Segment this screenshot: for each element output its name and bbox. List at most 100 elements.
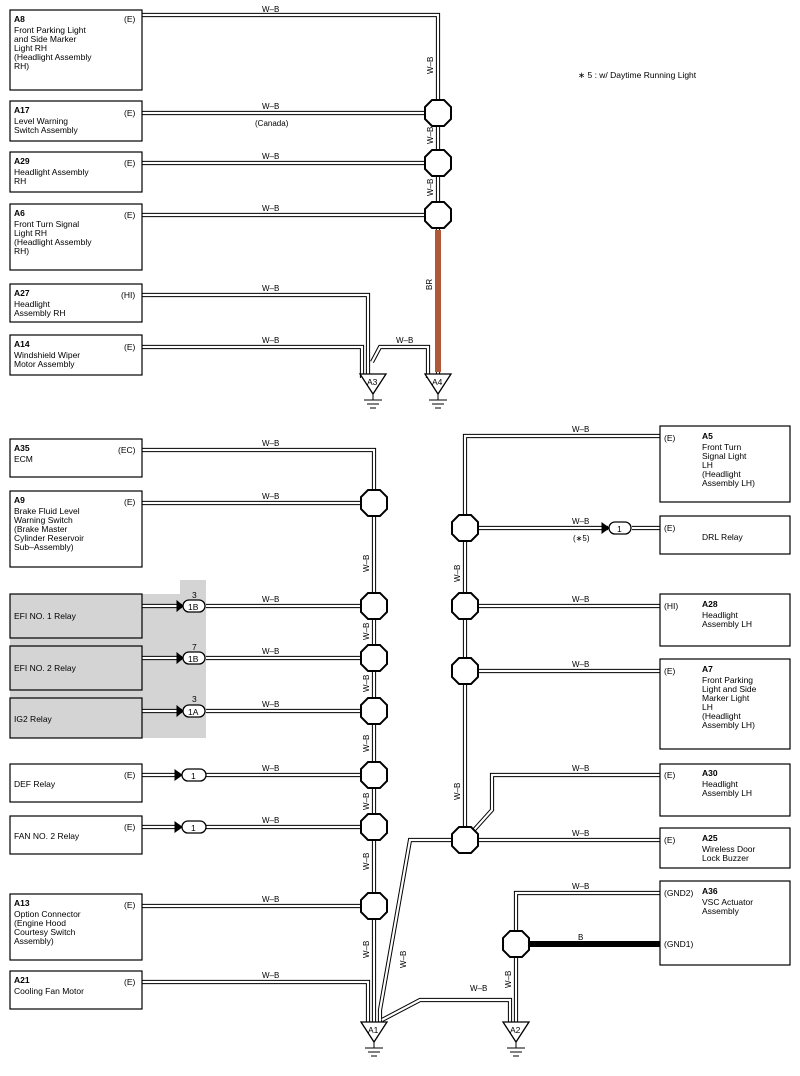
svg-text:(HI): (HI) (664, 601, 678, 611)
component-a17[interactable]: A17 Level Warning Switch Assembly (E) (9, 100, 143, 142)
component-a36[interactable]: (GND2) (GND1) A36 VSC Actuator Assembly (659, 880, 791, 966)
relay-efi-no1[interactable]: EFI NO. 1 Relay (9, 593, 143, 639)
relay-def[interactable]: DEF Relay (E) (9, 763, 143, 803)
wire-label: W–B (396, 336, 413, 345)
wire-label: W–B (572, 425, 589, 434)
component-a14[interactable]: A14 Windshield Wiper Motor Assembly (E) (9, 334, 143, 376)
relay-ig2[interactable]: IG2 Relay (9, 697, 143, 739)
component-a29[interactable]: A29 Headlight Assembly RH (E) (9, 151, 143, 193)
svg-text:Sub–Assembly): Sub–Assembly) (14, 542, 74, 552)
svg-text:A9: A9 (14, 495, 25, 505)
svg-text:(Brake Master: (Brake Master (14, 524, 68, 534)
svg-text:A17: A17 (14, 105, 30, 115)
wire-label: W–B (362, 675, 371, 692)
svg-text:Front Turn: Front Turn (702, 442, 741, 452)
svg-text:(E): (E) (664, 666, 676, 676)
splice-node (502, 930, 530, 958)
svg-text:A4: A4 (432, 377, 443, 387)
splice-node (451, 657, 479, 685)
svg-text:1: 1 (617, 524, 622, 534)
svg-text:(Headlight Assembly: (Headlight Assembly (14, 52, 92, 62)
relay-fan-no2[interactable]: FAN NO. 2 Relay (E) (9, 815, 143, 855)
svg-text:Front Parking Light: Front Parking Light (14, 25, 86, 35)
component-a13[interactable]: A13 Option Connector (Engine Hood Courte… (9, 893, 143, 961)
svg-text:VSC Actuator: VSC Actuator (702, 897, 753, 907)
svg-text:(E): (E) (124, 977, 136, 987)
svg-text:A1: A1 (368, 1025, 379, 1035)
splice-node (451, 514, 479, 542)
svg-text:RH): RH) (14, 61, 29, 71)
svg-text:Switch Assembly: Switch Assembly (14, 125, 79, 135)
svg-text:(E): (E) (664, 770, 676, 780)
component-a9[interactable]: A9 Brake Fluid Level Warning Switch (Bra… (9, 490, 143, 568)
wire-label: W–B (572, 882, 589, 891)
splice-node (360, 697, 388, 725)
wire-label: W–B (262, 204, 279, 213)
svg-text:(E): (E) (664, 433, 676, 443)
wire-label: BR (425, 279, 434, 290)
wire-label: W–B (453, 565, 462, 582)
wire-label: B (578, 933, 583, 942)
wire-label: W–B (572, 829, 589, 838)
condition-label: (∗5) (573, 534, 590, 543)
svg-text:(Headlight Assembly: (Headlight Assembly (14, 237, 92, 247)
relay-drl[interactable]: (E) DRL Relay (659, 515, 791, 555)
svg-text:Courtesy Switch: Courtesy Switch (14, 927, 76, 937)
connector-1b-efi1: 3 1B (176, 590, 206, 613)
svg-text:(Headlight: (Headlight (702, 469, 741, 479)
splice-node (360, 761, 388, 789)
wire-label: W–B (362, 853, 371, 870)
svg-text:(GND2): (GND2) (664, 888, 693, 898)
svg-text:(E): (E) (124, 158, 136, 168)
splice-node (451, 826, 479, 854)
splice-node (360, 489, 388, 517)
component-a21[interactable]: A21 Cooling Fan Motor (E) (9, 970, 143, 1010)
footnote: ∗ 5 : w/ Daytime Running Light (578, 70, 697, 80)
component-a28[interactable]: (HI) A28 Headlight Assembly LH (659, 593, 791, 647)
splice-node (424, 149, 452, 177)
wire-label: W–B (262, 700, 279, 709)
component-a35[interactable]: A35 ECM (EC) (9, 438, 143, 478)
svg-text:A3: A3 (367, 377, 378, 387)
svg-text:LH: LH (702, 460, 713, 470)
component-a5[interactable]: (E) A5 Front Turn Signal Light LH (Headl… (659, 425, 791, 503)
wire-label: W–B (362, 941, 371, 958)
svg-text:EFI NO. 2 Relay: EFI NO. 2 Relay (14, 663, 77, 673)
svg-text:Cylinder Reservoir: Cylinder Reservoir (14, 533, 84, 543)
svg-text:(E): (E) (664, 835, 676, 845)
svg-text:(E): (E) (124, 822, 136, 832)
wire-label: W–B (262, 336, 279, 345)
svg-text:Light and Side: Light and Side (702, 684, 757, 694)
wire-label: W–B (262, 764, 279, 773)
wire-label: W–B (262, 971, 279, 980)
component-a7[interactable]: (E) A7 Front Parking Light and Side Mark… (659, 658, 791, 750)
svg-text:EFI NO. 1 Relay: EFI NO. 1 Relay (14, 611, 77, 621)
component-a30[interactable]: (E) A30 Headlight Assembly LH (659, 763, 791, 817)
svg-text:A35: A35 (14, 443, 30, 453)
svg-text:A13: A13 (14, 898, 30, 908)
component-a8[interactable]: A8 Front Parking Light and Side Marker L… (9, 9, 143, 91)
component-a6[interactable]: A6 Front Turn Signal Light RH (Headlight… (9, 203, 143, 271)
svg-text:Headlight: Headlight (702, 610, 739, 620)
wire-label: W–B (262, 895, 279, 904)
wire-label: W–B (399, 951, 408, 968)
svg-text:(EC): (EC) (118, 445, 136, 455)
svg-text:Assembly LH: Assembly LH (702, 619, 752, 629)
wire-label: W–B (470, 984, 487, 993)
svg-text:RH: RH (14, 176, 26, 186)
svg-text:3: 3 (192, 590, 197, 600)
svg-text:Brake Fluid Level: Brake Fluid Level (14, 506, 80, 516)
svg-text:Assembly LH): Assembly LH) (702, 478, 755, 488)
splice-node (424, 201, 452, 229)
ground-a3: A3 (358, 373, 388, 409)
svg-text:Level Warning: Level Warning (14, 116, 68, 126)
component-a25[interactable]: (E) A25 Wireless Door Lock Buzzer (659, 827, 791, 869)
svg-text:A14: A14 (14, 339, 30, 349)
relay-efi-no2[interactable]: EFI NO. 2 Relay (9, 645, 143, 691)
svg-text:Warning Switch: Warning Switch (14, 515, 73, 525)
splice-node (360, 892, 388, 920)
component-a27[interactable]: A27 Headlight Assembly RH (HI) (9, 283, 143, 323)
svg-text:1B: 1B (188, 654, 199, 664)
wire-label: W–B (362, 623, 371, 640)
